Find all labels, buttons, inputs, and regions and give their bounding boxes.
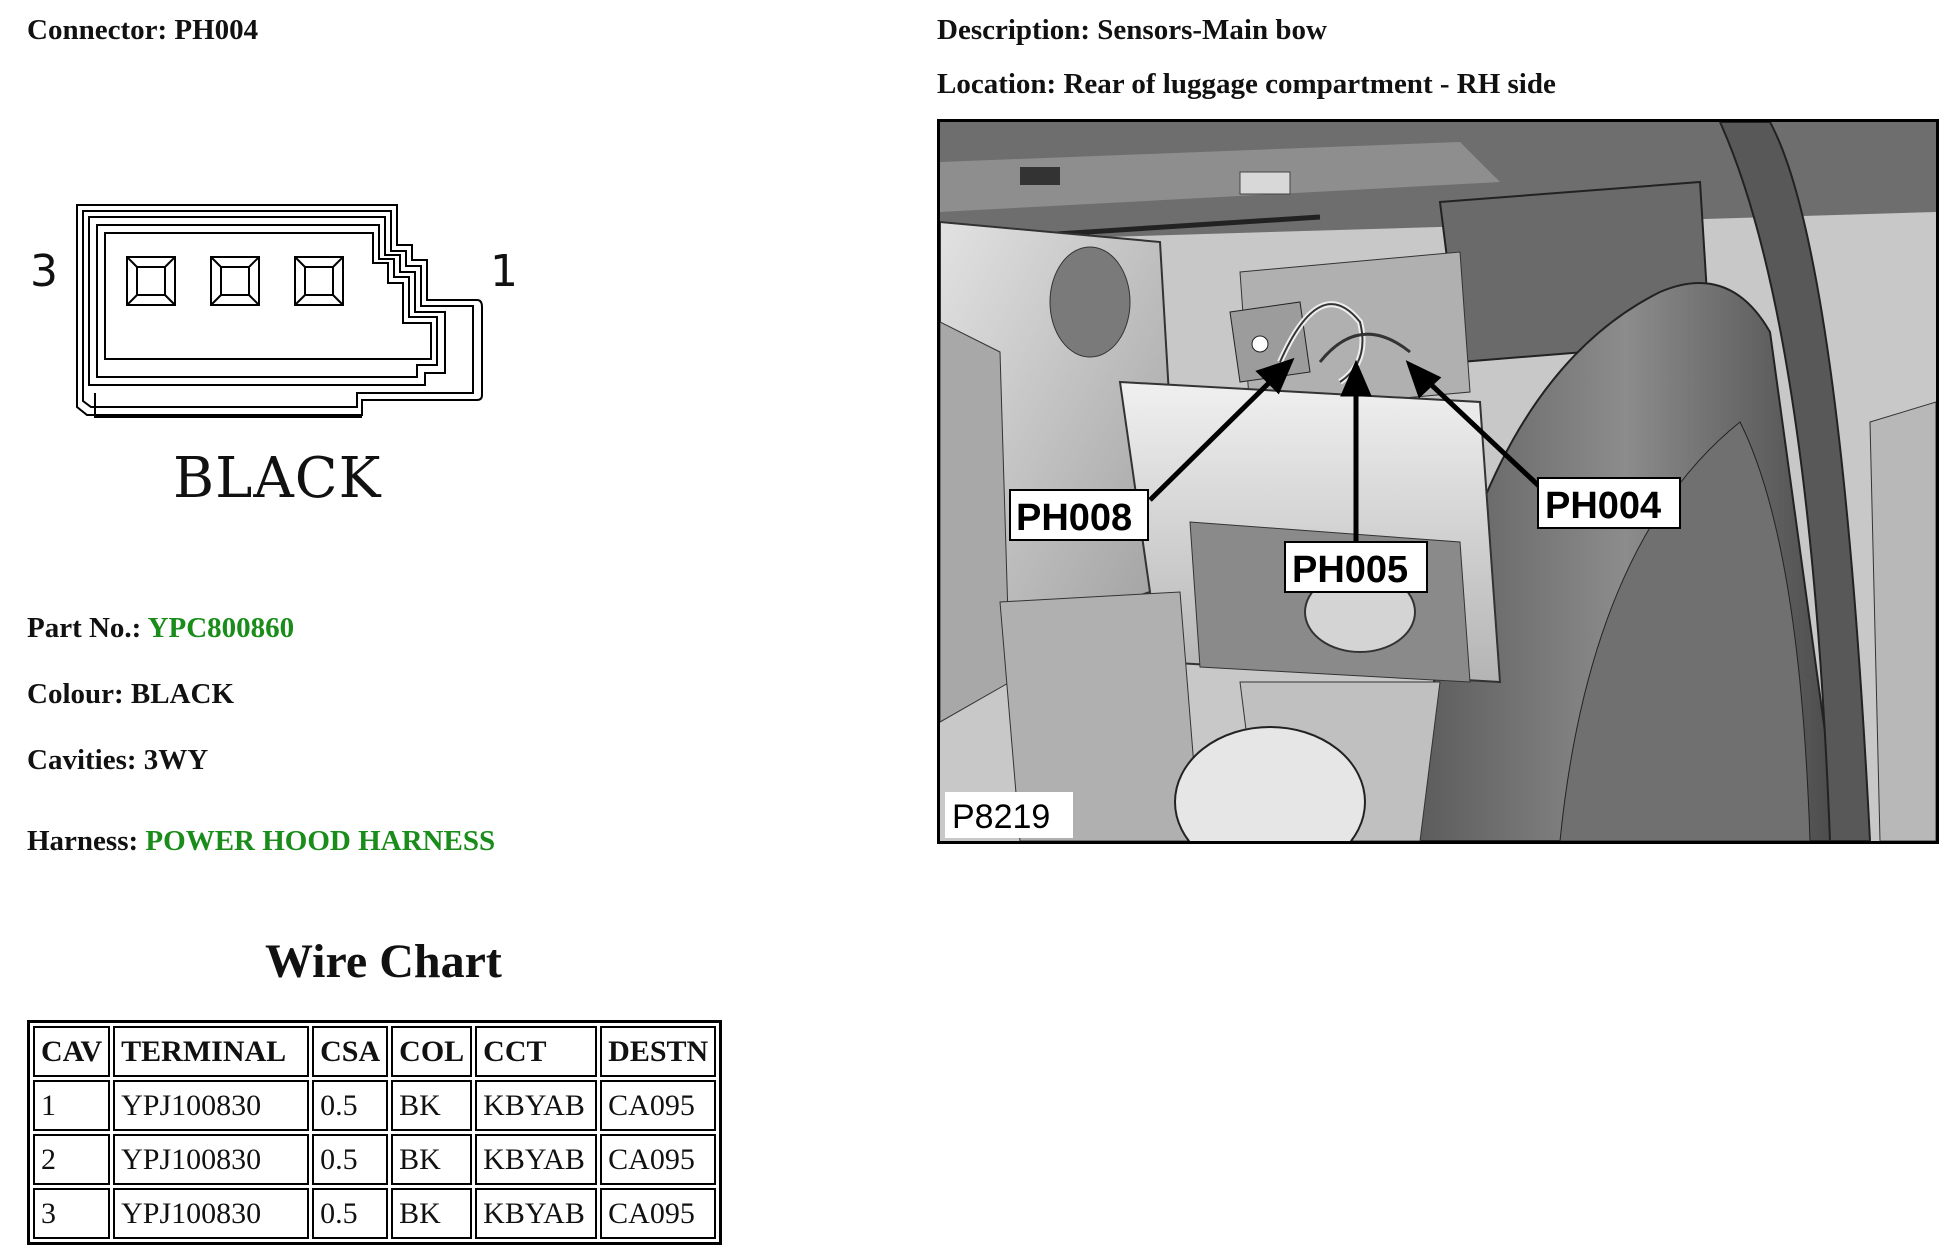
- cell-cav: 2: [33, 1134, 111, 1185]
- header-cct: CCT: [475, 1026, 598, 1077]
- cell-csa: 0.5: [312, 1080, 389, 1131]
- cell-terminal: YPJ100830: [113, 1188, 310, 1239]
- colour-label: Colour:: [27, 678, 124, 710]
- callout-ph004: PH004: [1545, 485, 1661, 527]
- cavities-value: 3WY: [143, 744, 209, 776]
- part-number-link[interactable]: YPC800860: [147, 612, 295, 644]
- header-terminal: TERMINAL: [113, 1026, 310, 1077]
- harness-link[interactable]: POWER HOOD HARNESS: [145, 825, 496, 857]
- callout-box-ph005: [1284, 541, 1428, 593]
- callout-box-ph008: [1009, 489, 1149, 541]
- connector-heading: Connector: PH004: [27, 16, 258, 45]
- header-csa: CSA: [312, 1026, 389, 1077]
- header-cav: CAV: [33, 1026, 111, 1077]
- description-value: Sensors-Main bow: [1097, 14, 1327, 46]
- cell-cct: KBYAB: [475, 1134, 598, 1185]
- connector-outline-icon: [76, 204, 483, 418]
- description-heading: Description: Sensors-Main bow: [937, 16, 1327, 45]
- cell-cct: KBYAB: [475, 1080, 598, 1131]
- cell-csa: 0.5: [312, 1188, 389, 1239]
- description-label: Description:: [937, 14, 1091, 46]
- header-destn: DESTN: [600, 1026, 717, 1077]
- cavities-label: Cavities:: [27, 744, 137, 776]
- harness-label: Harness:: [27, 825, 139, 857]
- cavity-number-left: 3: [30, 246, 58, 297]
- part-number-line: Part No.: YPC800860: [27, 614, 294, 643]
- table-header-row: CAV TERMINAL CSA COL CCT DESTN: [33, 1026, 717, 1077]
- connector-value: PH004: [174, 14, 259, 46]
- callout-ph005: PH005: [1292, 549, 1408, 591]
- photo-reference: P8219: [952, 798, 1050, 836]
- reference-box: [945, 792, 1073, 838]
- harness-line: Harness: POWER HOOD HARNESS: [27, 827, 495, 856]
- callout-box-ph004: [1537, 477, 1681, 529]
- cell-terminal: YPJ100830: [113, 1134, 310, 1185]
- cell-col: BK: [391, 1188, 473, 1239]
- location-heading: Location: Rear of luggage compartment - …: [937, 70, 1556, 99]
- part-label: Part No.:: [27, 612, 142, 644]
- location-value: Rear of luggage compartment - RH side: [1063, 68, 1556, 100]
- cell-destn: CA095: [600, 1188, 717, 1239]
- cell-cav: 3: [33, 1188, 111, 1239]
- connector-colour-label: BLACK: [173, 446, 382, 511]
- cavities-line: Cavities: 3WY: [27, 746, 208, 775]
- header-col: COL: [391, 1026, 473, 1077]
- table-row: 2 YPJ100830 0.5 BK KBYAB CA095: [33, 1134, 717, 1185]
- table-row: 3 YPJ100830 0.5 BK KBYAB CA095: [33, 1188, 717, 1239]
- cavity-number-right: 1: [490, 246, 518, 297]
- cell-cct: KBYAB: [475, 1188, 598, 1239]
- cell-destn: CA095: [600, 1080, 717, 1131]
- location-label: Location:: [937, 68, 1057, 100]
- cell-col: BK: [391, 1134, 473, 1185]
- callout-ph008: PH008: [1016, 497, 1132, 539]
- colour-value: BLACK: [130, 678, 235, 710]
- cell-destn: CA095: [600, 1134, 717, 1185]
- wire-chart-table: CAV TERMINAL CSA COL CCT DESTN 1 YPJ1008…: [27, 1020, 723, 1245]
- location-photo: PH008 PH005 PH004 P8219: [937, 119, 1939, 844]
- cell-cav: 1: [33, 1080, 111, 1131]
- connector-label: Connector:: [27, 14, 168, 46]
- colour-line: Colour: BLACK: [27, 680, 234, 709]
- table-row: 1 YPJ100830 0.5 BK KBYAB CA095: [33, 1080, 717, 1131]
- cell-col: BK: [391, 1080, 473, 1131]
- connector-diagram: [27, 195, 527, 525]
- cell-terminal: YPJ100830: [113, 1080, 310, 1131]
- wire-chart-title: Wire Chart: [265, 935, 502, 988]
- cell-csa: 0.5: [312, 1134, 389, 1185]
- vehicle-interior-illustration: PH008 PH005 PH004 P8219: [940, 122, 1936, 841]
